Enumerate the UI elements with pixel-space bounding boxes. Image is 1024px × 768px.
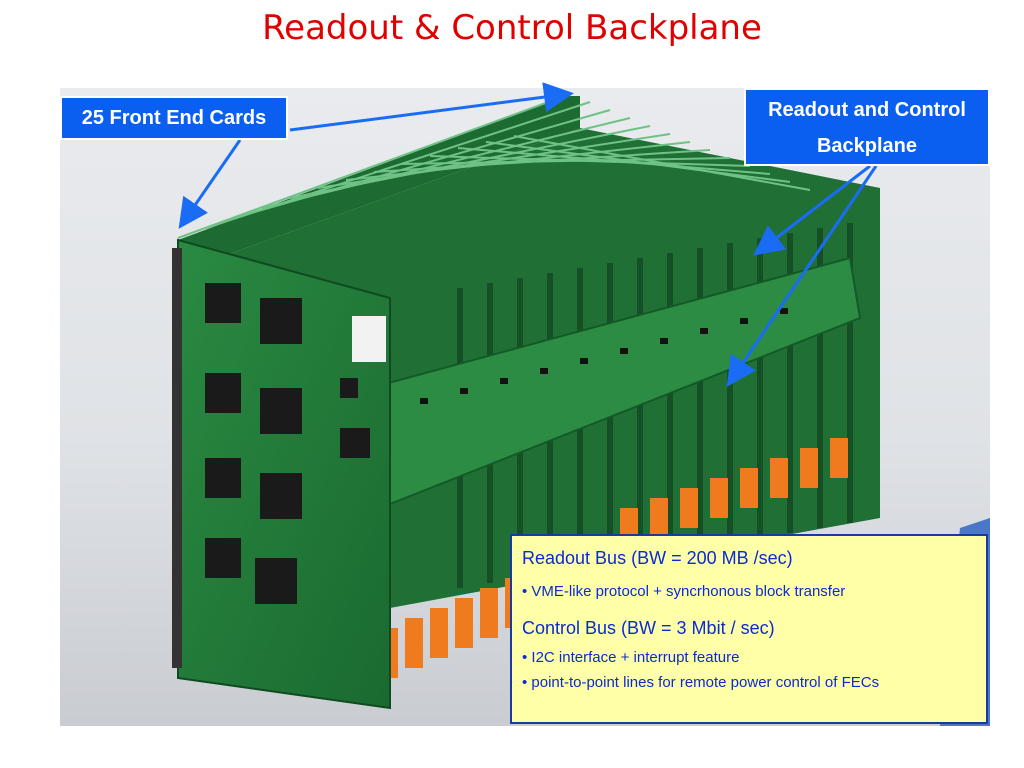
readout-bus-heading: Readout Bus (BW = 200 MB /sec) [522, 548, 793, 568]
front-panel-connector [172, 248, 182, 668]
arrow-to-first-card [178, 139, 242, 229]
backplane-label-line1: Readout and Control [768, 99, 966, 121]
backplane-label: Readout and Control Backplane [744, 88, 990, 166]
slide-title: Readout & Control Backplane [262, 8, 762, 48]
bus-spec-box: Readout Bus (BW = 200 MB /sec) • VME-lik… [510, 534, 988, 724]
readout-bus-item: • VME-like protocol + syncrhonous block … [522, 583, 846, 600]
backplane-connectors [420, 308, 788, 404]
orange-connectors [380, 438, 848, 678]
card-chips [205, 283, 370, 604]
arrow-to-last-card [289, 82, 574, 132]
control-bus-item-1: • I2C interface + interrupt feature [522, 649, 740, 666]
card-label-sticker [352, 316, 386, 362]
control-bus-heading: Control Bus (BW = 3 Mbit / sec) [522, 618, 775, 638]
front-end-cards-label: 25 Front End Cards [60, 96, 288, 140]
backplane-label-line2: Backplane [816, 135, 918, 157]
arrow-to-backplane-top [753, 164, 871, 256]
arrow-to-backplane-bottom [726, 165, 878, 387]
control-bus-item-2: • point-to-point lines for remote power … [522, 674, 880, 691]
